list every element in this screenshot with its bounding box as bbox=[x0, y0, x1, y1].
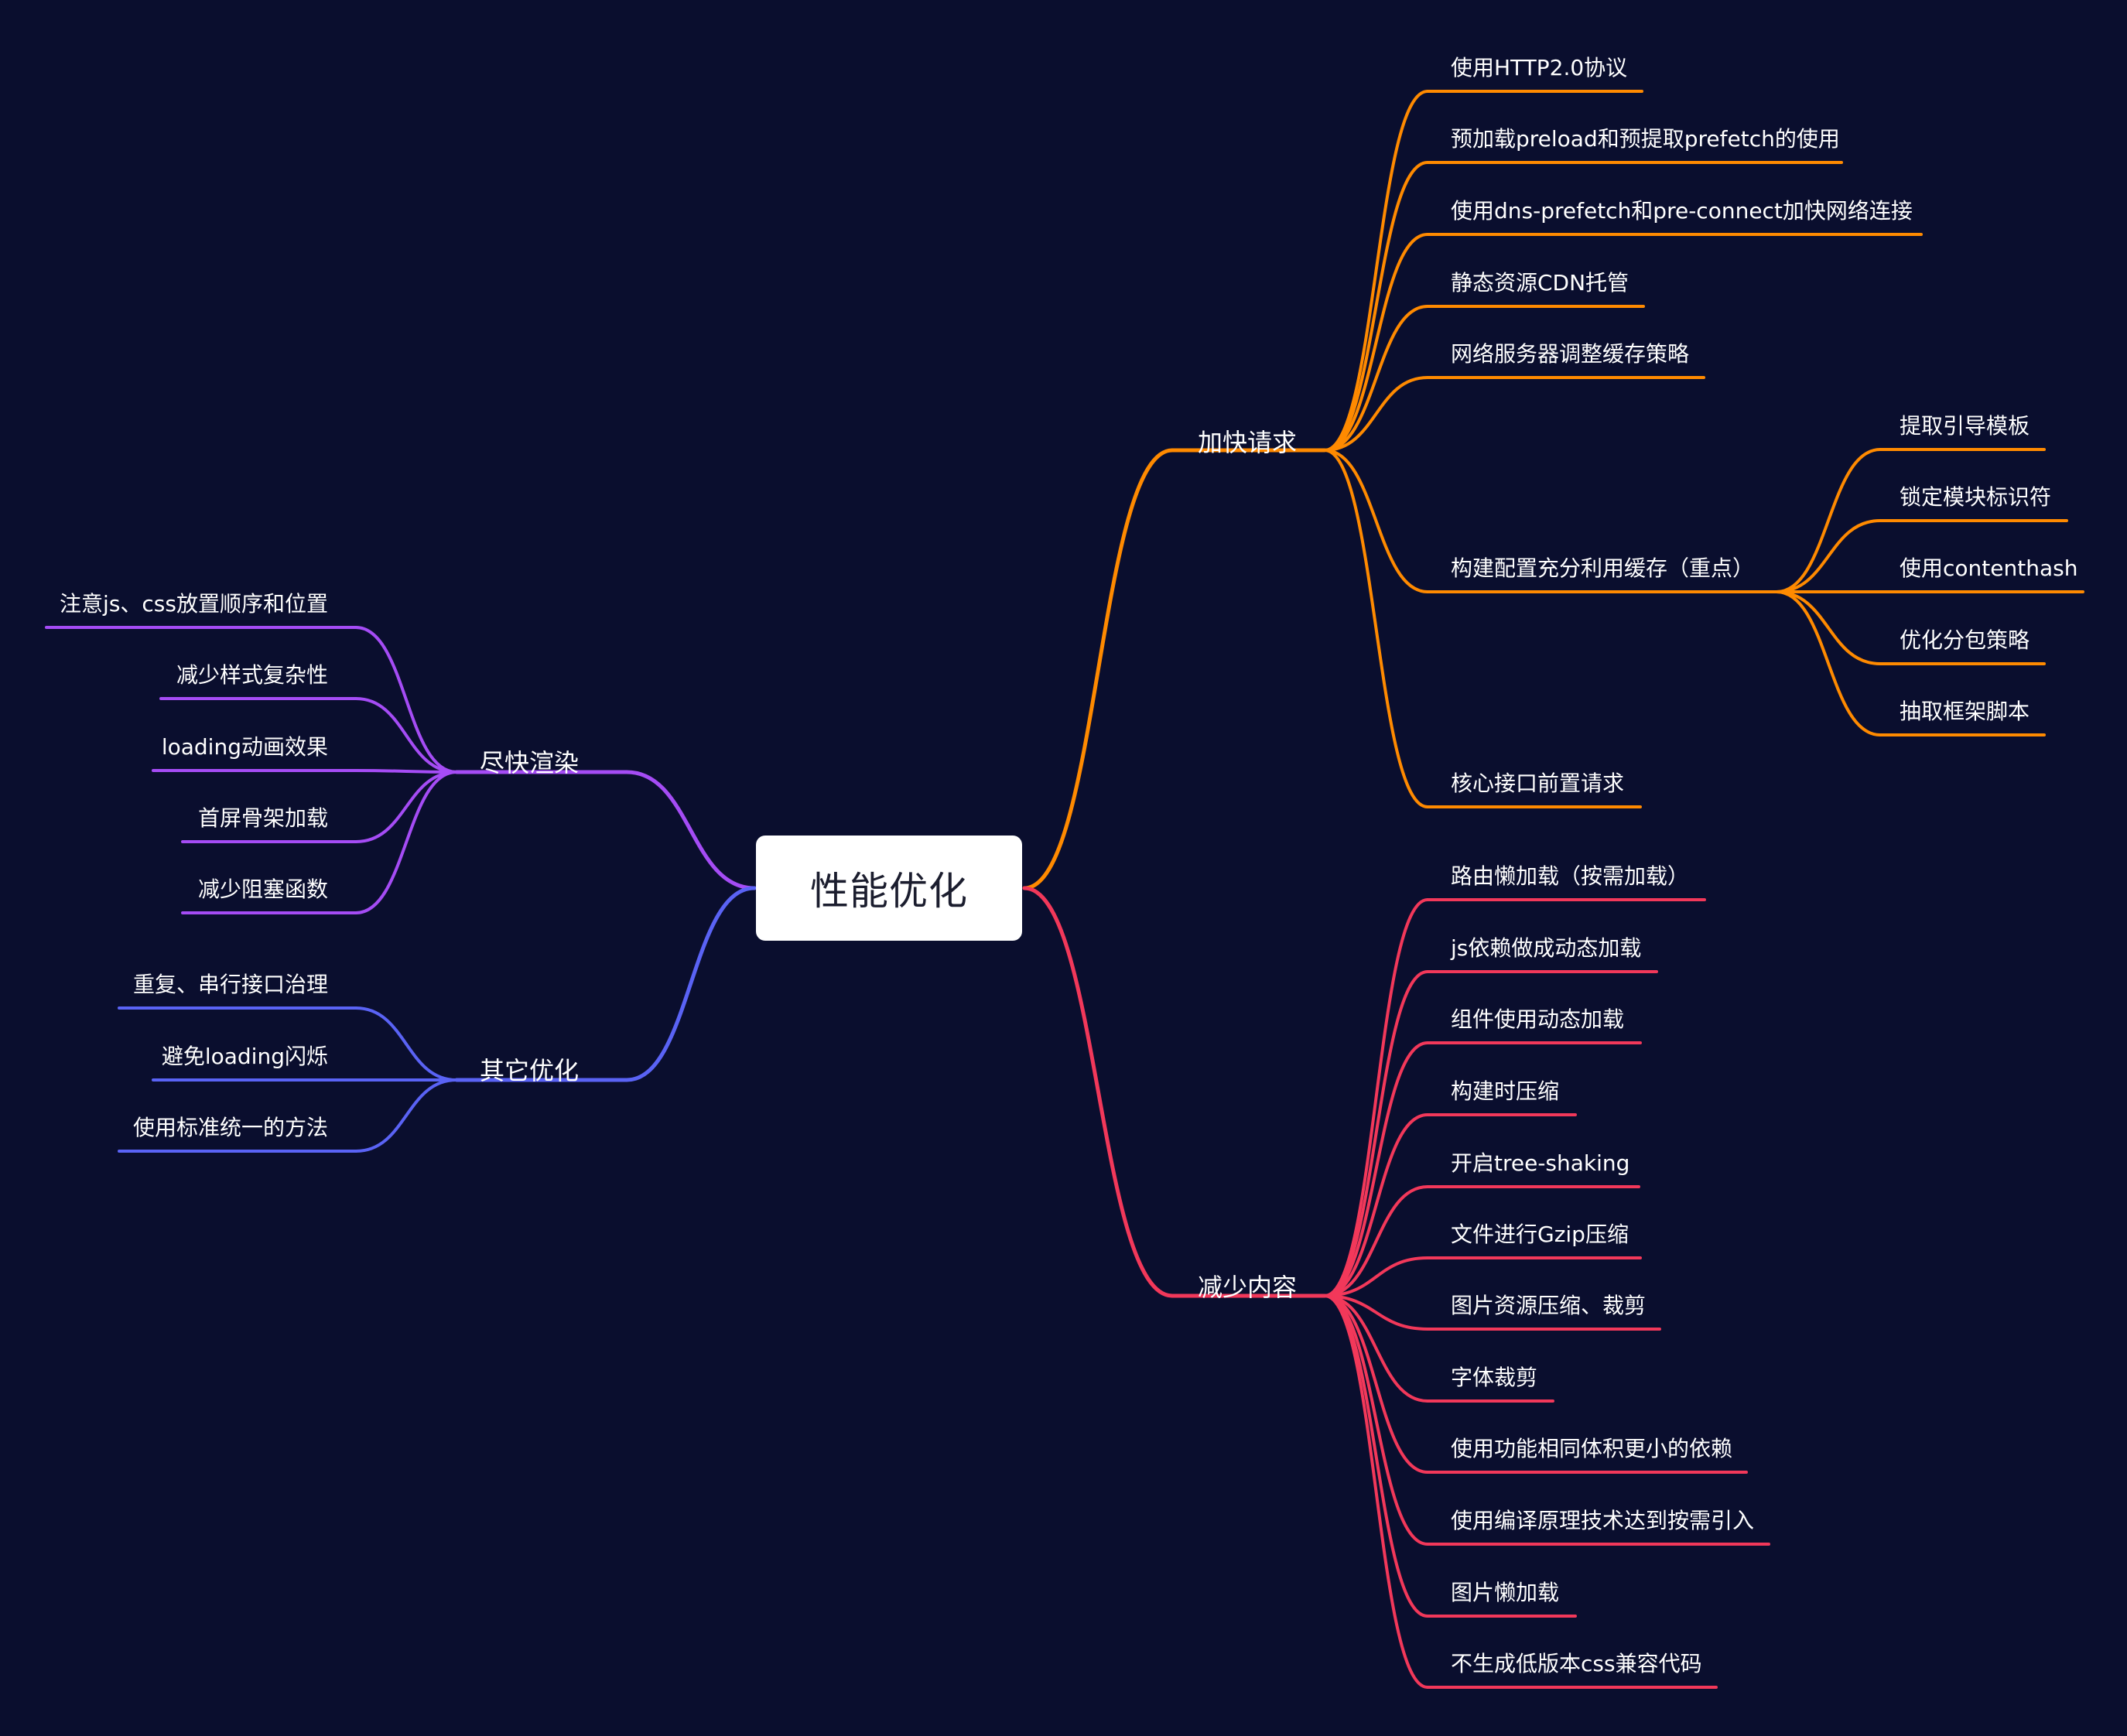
child-connector bbox=[1323, 90, 1429, 452]
child-label[interactable]: 注意js、css放置顺序和位置 bbox=[60, 591, 328, 617]
child-connector bbox=[354, 769, 458, 774]
child-connector bbox=[1323, 233, 1429, 452]
grandchild-connector bbox=[1775, 519, 1882, 593]
child-label[interactable]: 文件进行Gzip压缩 bbox=[1451, 1222, 1629, 1247]
grandchild-label[interactable]: 优化分包策略 bbox=[1900, 627, 2030, 653]
child-label[interactable]: 不生成低版本css兼容代码 bbox=[1451, 1651, 1702, 1676]
child-connector bbox=[354, 1006, 458, 1082]
child-label[interactable]: 避免loading闪烁 bbox=[161, 1044, 328, 1069]
root-label: 性能优化 bbox=[810, 869, 968, 914]
child-connector bbox=[1323, 305, 1429, 452]
child-connector bbox=[1323, 376, 1429, 452]
child-connector bbox=[1323, 970, 1429, 1297]
child-connector bbox=[1323, 1256, 1429, 1297]
child-connector bbox=[1323, 1041, 1429, 1297]
branch-connector-render-fast bbox=[624, 770, 757, 890]
child-label[interactable]: 使用编译原理技术达到按需引入 bbox=[1451, 1508, 1755, 1533]
child-label[interactable]: loading动画效果 bbox=[161, 734, 328, 760]
child-connector bbox=[1323, 1294, 1429, 1403]
child-connector bbox=[1323, 1185, 1429, 1297]
child-connector bbox=[1323, 449, 1429, 808]
grandchild-connector bbox=[1775, 590, 1882, 736]
child-connector bbox=[1323, 449, 1429, 593]
child-label[interactable]: 减少样式复杂性 bbox=[176, 662, 328, 688]
child-connector bbox=[1323, 161, 1429, 452]
child-label[interactable]: 图片懒加载 bbox=[1451, 1580, 1560, 1605]
child-connector bbox=[1323, 1294, 1429, 1689]
child-connector bbox=[1323, 898, 1429, 1297]
child-label[interactable]: 构建配置充分利用缓存（重点） bbox=[1451, 555, 1755, 581]
grandchild-label[interactable]: 使用contenthash bbox=[1900, 555, 2078, 581]
branch-label-other-opt[interactable]: 其它优化 bbox=[480, 1056, 580, 1085]
grandchild-label[interactable]: 提取引导模板 bbox=[1900, 413, 2030, 439]
child-label[interactable]: 使用标准统一的方法 bbox=[132, 1115, 328, 1140]
branch-label-render-fast[interactable]: 尽快渲染 bbox=[480, 748, 580, 777]
child-connector bbox=[354, 697, 458, 774]
branch-label-reduce-content[interactable]: 减少内容 bbox=[1198, 1273, 1298, 1302]
grandchild-connector bbox=[1775, 448, 1882, 593]
child-label[interactable]: 构建时压缩 bbox=[1451, 1078, 1560, 1104]
child-connector bbox=[1323, 1294, 1429, 1546]
child-connector bbox=[354, 771, 458, 843]
child-label[interactable]: 减少阻塞函数 bbox=[197, 877, 328, 902]
child-connector bbox=[354, 626, 458, 774]
grandchild-connector bbox=[1775, 590, 1882, 665]
branch-connector-reduce-content bbox=[1022, 886, 1175, 1298]
branch-connector-fast-request bbox=[1022, 448, 1175, 890]
child-connector bbox=[354, 771, 458, 914]
child-label[interactable]: 使用HTTP2.0协议 bbox=[1451, 55, 1628, 80]
child-label[interactable]: 首屏骨架加载 bbox=[197, 805, 328, 831]
child-label[interactable]: 图片资源压缩、裁剪 bbox=[1451, 1293, 1647, 1318]
child-label[interactable]: 预加载preload和预提取prefetch的使用 bbox=[1451, 126, 1840, 152]
child-connector bbox=[354, 1078, 458, 1153]
child-label[interactable]: 网络服务器调整缓存策略 bbox=[1451, 341, 1690, 367]
branch-connector-other-opt bbox=[624, 886, 757, 1082]
child-label[interactable]: 开启tree-shaking bbox=[1451, 1150, 1630, 1176]
child-label[interactable]: 重复、串行接口治理 bbox=[132, 972, 328, 997]
branch-label-fast-request[interactable]: 加快请求 bbox=[1198, 428, 1298, 457]
child-label[interactable]: 核心接口前置请求 bbox=[1451, 771, 1625, 796]
child-label[interactable]: js依赖做成动态加载 bbox=[1451, 935, 1642, 961]
child-label[interactable]: 静态资源CDN托管 bbox=[1451, 270, 1629, 296]
child-label[interactable]: 使用dns-prefetch和pre-connect加快网络连接 bbox=[1451, 198, 1913, 224]
child-connector bbox=[1323, 1294, 1429, 1331]
child-connector bbox=[1323, 1294, 1429, 1618]
child-label[interactable]: 字体裁剪 bbox=[1451, 1365, 1538, 1390]
child-connector bbox=[1323, 1113, 1429, 1297]
child-label[interactable]: 组件使用动态加载 bbox=[1451, 1006, 1625, 1032]
grandchild-label[interactable]: 锁定模块标识符 bbox=[1900, 484, 2052, 510]
child-label[interactable]: 路由懒加载（按需加载） bbox=[1451, 863, 1690, 889]
root-node[interactable]: 性能优化 bbox=[756, 836, 1022, 941]
grandchild-label[interactable]: 抽取框架脚本 bbox=[1900, 699, 2030, 724]
child-connector bbox=[1323, 1294, 1429, 1474]
child-label[interactable]: 使用功能相同体积更小的依赖 bbox=[1451, 1436, 1733, 1461]
